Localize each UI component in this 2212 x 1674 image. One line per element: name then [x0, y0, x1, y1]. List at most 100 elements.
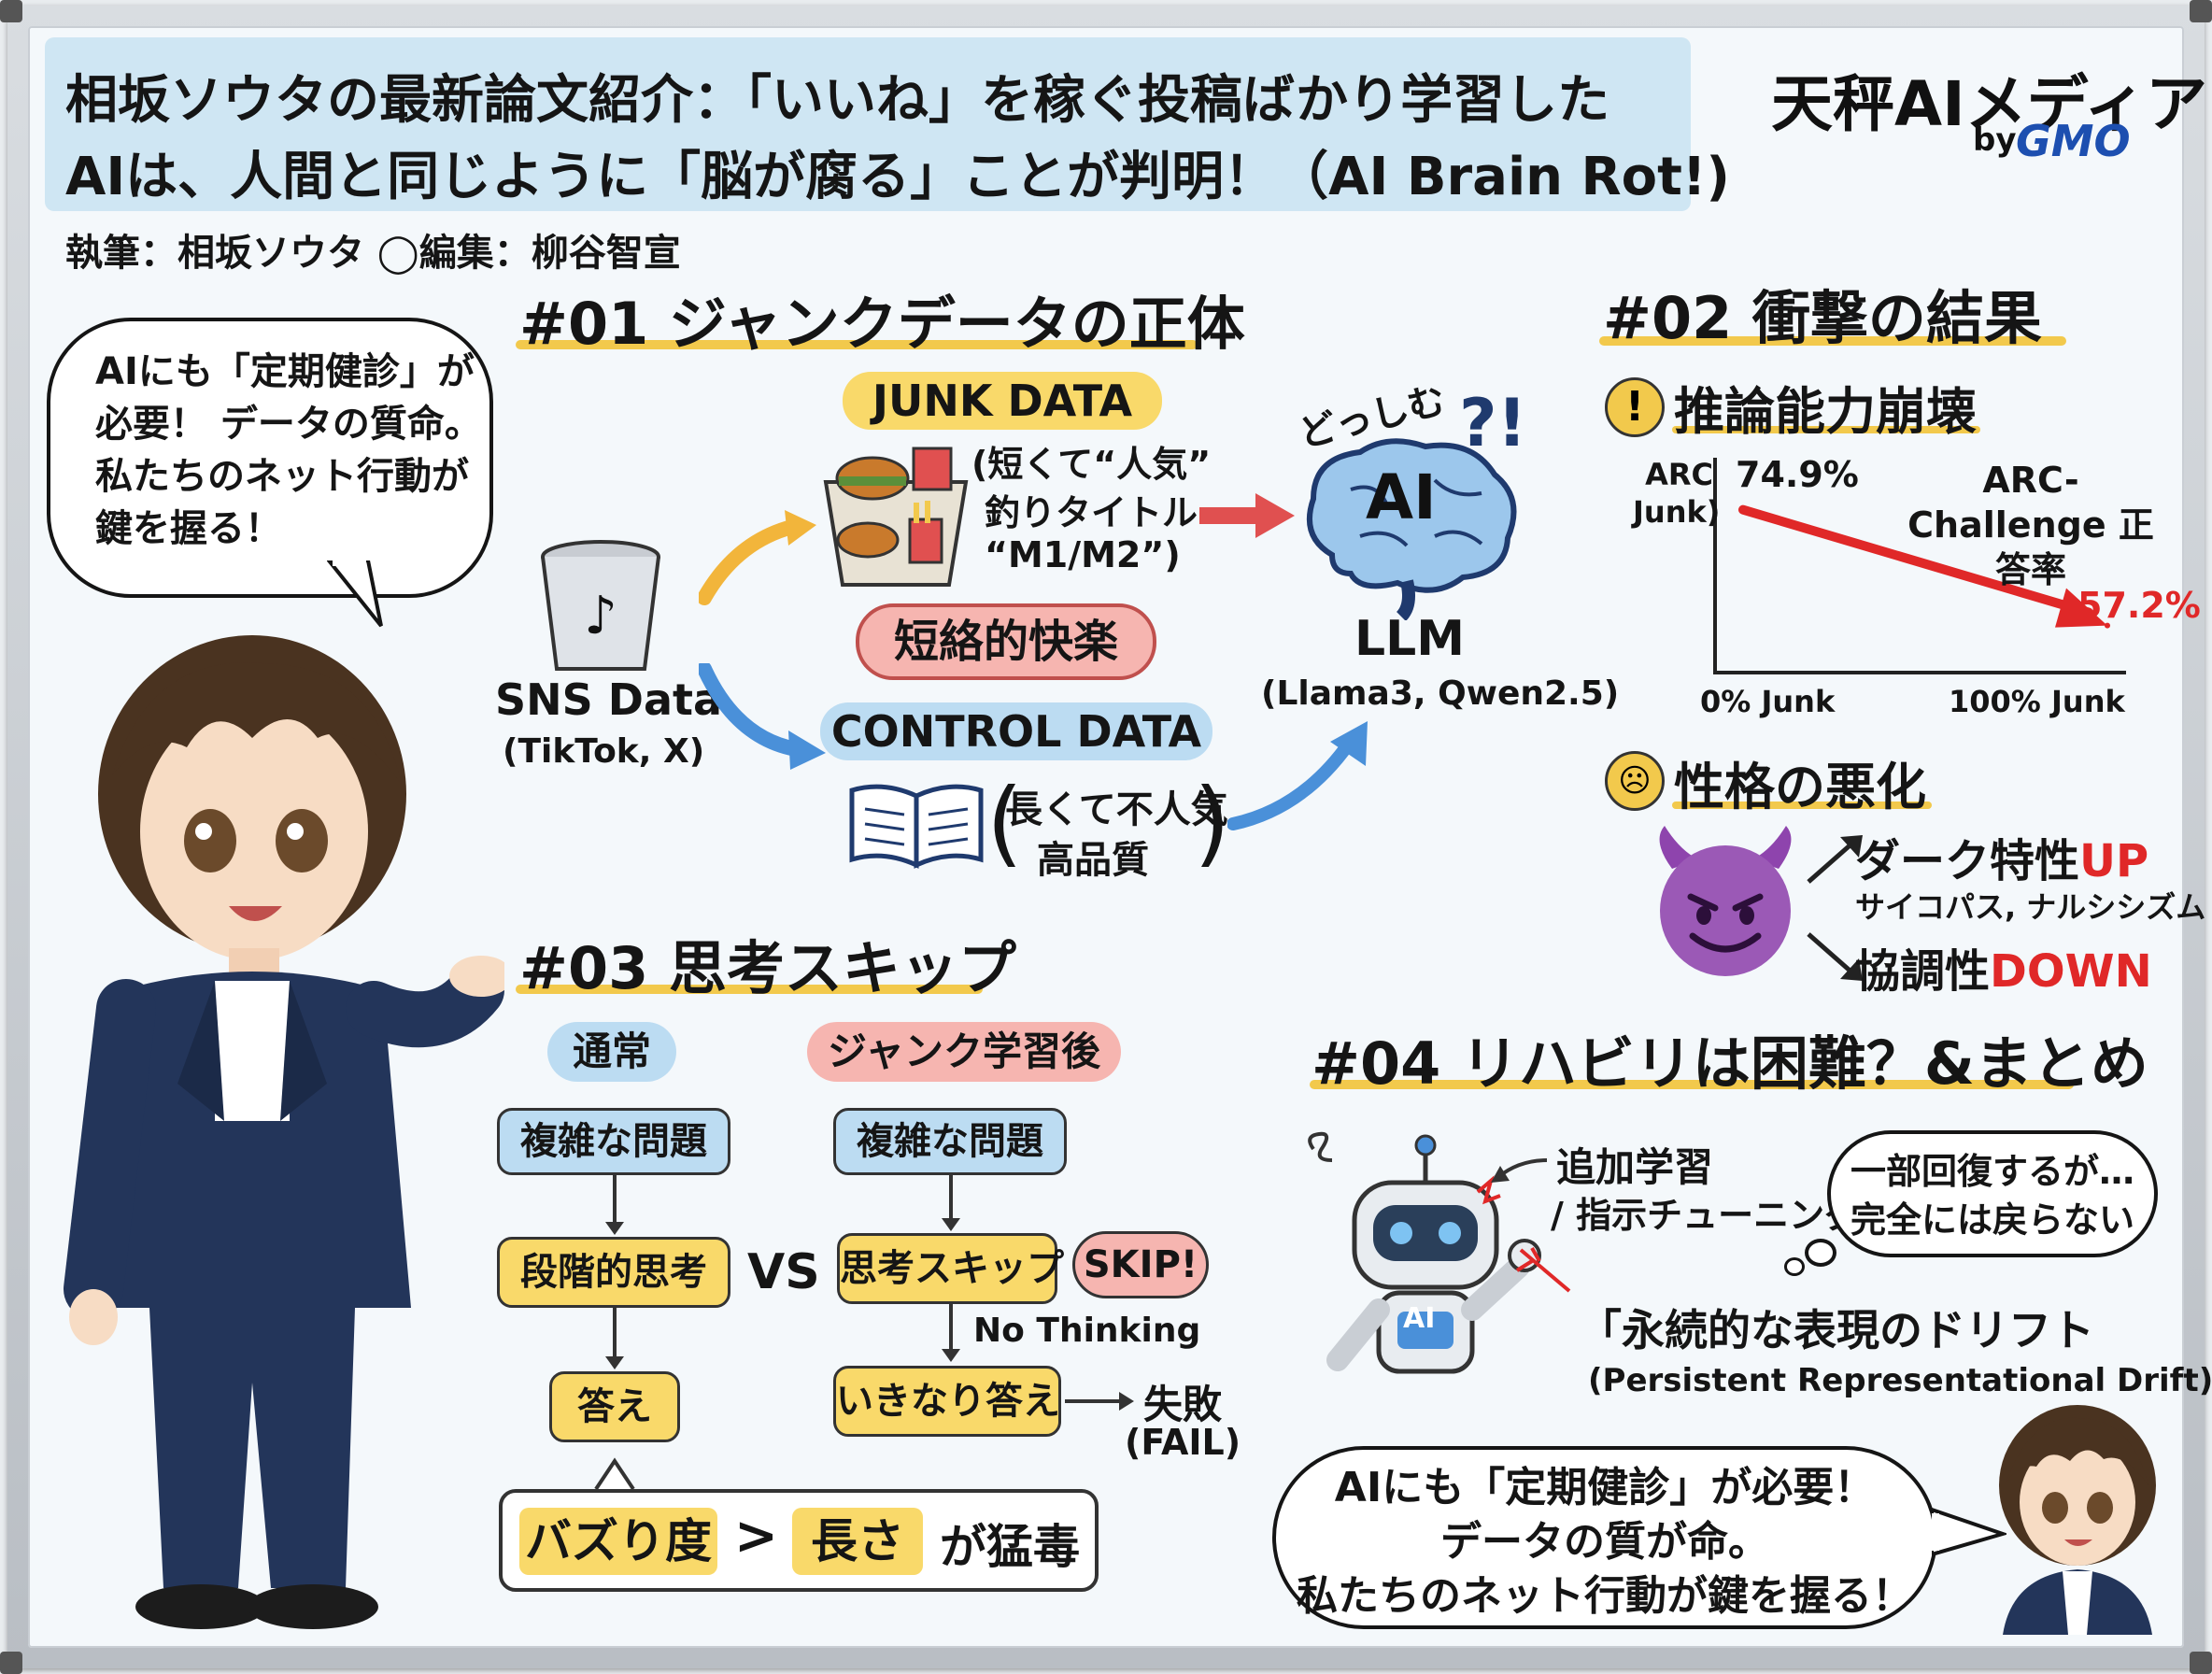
control-desc-1: 長くて不人気 [1005, 788, 1228, 831]
sec01-underline [516, 340, 1198, 349]
arc-chart [1713, 458, 2126, 674]
takeaway-box: バズり度 > 長さ が猛毒 [499, 1489, 1099, 1592]
title-line-1: 相坂ソウタの最新論文紹介：「いいね」を稼ぐ投稿ばかり学習した [65, 70, 1610, 131]
sec01-title: #01 ジャンクデータの正体 [519, 290, 1245, 358]
dark-traits-up: ダーク特性UP [1855, 824, 2148, 889]
takeaway-toxic: が猛毒 [940, 1520, 1080, 1574]
fail-arrow [1065, 1392, 1134, 1411]
sec02-title: #02 衝撃の結果 [1603, 284, 2042, 352]
thought-line-1: 一部回復するが… [1850, 1151, 2134, 1192]
svg-text:♪: ♪ [584, 586, 617, 646]
sec02-sub1: 推論能力崩壊 [1674, 382, 1977, 441]
arrow-control-to-brain [1227, 721, 1368, 830]
fail-line-1: 失敗 [1143, 1382, 1223, 1427]
sec02-sub2: 性格の悪化 [1674, 758, 1926, 816]
takeaway-pointer [594, 1457, 635, 1491]
takeaway-virality: バズり度 [519, 1508, 717, 1575]
arrow-dark-up [1807, 835, 1863, 884]
sec02-underline [1599, 336, 2066, 346]
presenter-character [64, 635, 504, 1629]
book-icon [849, 784, 984, 869]
board-corner-bl [0, 1652, 22, 1674]
dark-up-prefix: ダーク特性 [1855, 835, 2080, 887]
chart-data-label-0: 74.9% [1736, 453, 1859, 495]
junk-tag-bubble: 短絡的快楽 [856, 603, 1156, 680]
chart-ylabel: ARC Junk) [1633, 457, 1721, 530]
author-credit: 執筆：相坂ソウタ ◯編集：柳谷智宣 [65, 232, 681, 275]
junk-desc-3: “M1/M2”) [985, 534, 1181, 575]
sec02-sub1-underline [1672, 426, 1980, 433]
junk-header: ジャンク学習後 [807, 1022, 1121, 1082]
speech-bubble-bottom: AIにも「定期健診」が必要！ データの質が命。 私たちのネット行動が鍵を握る！ [1272, 1446, 1937, 1629]
thought-dot-1 [1805, 1239, 1836, 1267]
right-flow-step-2: 思考スキップ [837, 1233, 1064, 1304]
llm-label: LLM [1354, 611, 1466, 667]
control-data-label: CONTROL DATA [820, 702, 1212, 760]
control-paren-left: ( [986, 768, 1024, 877]
coop-prefix: 協調性 [1855, 945, 1991, 998]
thought-line-2: 完全には戻らない [1850, 1199, 2134, 1241]
control-paren-right: ) [1194, 768, 1231, 877]
brand-name: 天秤AIメディア [1771, 68, 2208, 140]
chart-point-0 [1740, 506, 1746, 513]
robot-icon [1308, 1131, 1541, 1374]
sec03-title: #03 思考スキップ [519, 934, 1016, 1002]
dark-traits-list: サイコパス, ナルシシズム [1855, 889, 2206, 925]
chart-data-label-1: 57.2% [2077, 584, 2201, 626]
board-corner-tl [0, 0, 22, 22]
devil-icon [1659, 826, 1792, 976]
chart-point-1 [2105, 622, 2110, 629]
right-flow-arrows [942, 1175, 960, 1362]
chart-axes [1713, 458, 2126, 674]
arrow-coop-down [1807, 932, 1863, 981]
arrow-to-control [699, 663, 826, 770]
llm-sub: (Llama3, Qwen2.5) [1261, 674, 1620, 713]
coop-suffix: DOWN [1990, 945, 2152, 998]
title-line-2: AIは、人間と同じように「脳が腐る」ことが判明！（AI Brain Rot!) [65, 147, 1730, 207]
thought-bubble: 一部回復するが… 完全には戻らない [1827, 1130, 2158, 1257]
arrow-to-junk [699, 510, 816, 605]
title-banner: 相坂ソウタの最新論文紹介：「いいね」を稼ぐ投稿ばかり学習した AIは、人間と同じ… [45, 37, 1730, 211]
arrow-junk-to-brain [1199, 493, 1295, 538]
speech-bottom-line-1: AIにも「定期健診」が必要！ [1334, 1464, 1876, 1511]
speech-top-line-2: 必要！ データの質命。 [95, 403, 482, 446]
coop-down: 協調性DOWN [1855, 934, 2152, 1000]
speech-top-tail [327, 560, 383, 628]
control-desc-2: 高品質 [1037, 839, 1149, 882]
chart-series-arrowhead [2055, 588, 2107, 628]
sec03-underline [516, 985, 983, 994]
vs-label: VS [747, 1244, 820, 1300]
retrain-line-2: / 指示チューニング [1551, 1195, 1861, 1236]
brand-gmo-logo: GMO [2016, 116, 2131, 166]
chart-title: ARC-Challenge 正答率 [1907, 460, 2154, 590]
left-flow-step-1: 複雑な問題 [497, 1108, 730, 1175]
takeaway-length: 長さ [792, 1508, 923, 1575]
chart-x-tick-1: 100% Junk [1949, 684, 2125, 719]
drift-arrow [1515, 1247, 1571, 1293]
sns-sub: (TikTok, X) [503, 732, 705, 771]
brand-by: by [1973, 121, 2017, 159]
fail-line-2: (FAIL) [1125, 1422, 1241, 1463]
retrain-arrow [1491, 1158, 1548, 1183]
right-flow-step-3: いきなり答え [833, 1366, 1061, 1437]
sec04-title: #04 リハビリは困難？&まとめ [1312, 1029, 2148, 1098]
left-flow-step-2: 段階的思考 [497, 1237, 730, 1308]
robot-badge: AI [1403, 1302, 1436, 1335]
speech-top-line-4: 鍵を握る！ [95, 507, 282, 550]
left-flow-arrows [605, 1175, 624, 1369]
left-flow-step-3: 答え [549, 1371, 680, 1442]
sec04-underline [1310, 1080, 2074, 1089]
board-corner-br [2190, 1652, 2212, 1674]
speech-bottom-line-2: データの質が命。 [1440, 1518, 1769, 1566]
junk-desc-2: 釣りタイトル [985, 492, 1198, 533]
thought-dot-2 [1784, 1257, 1805, 1276]
sec02-sub2-underline [1672, 802, 1932, 809]
no-thinking-label: No Thinking [973, 1312, 1201, 1350]
warning-icon: ! [1605, 377, 1665, 437]
chart-x-tick-0: 0% Junk [1700, 684, 1836, 719]
speech-bottom-tail [1932, 1507, 2006, 1557]
drift-title: 「永続的な表現のドリフト [1579, 1305, 2094, 1355]
brain-ai-text: AI [1366, 461, 1437, 533]
skip-tag: SKIP! [1072, 1231, 1209, 1298]
